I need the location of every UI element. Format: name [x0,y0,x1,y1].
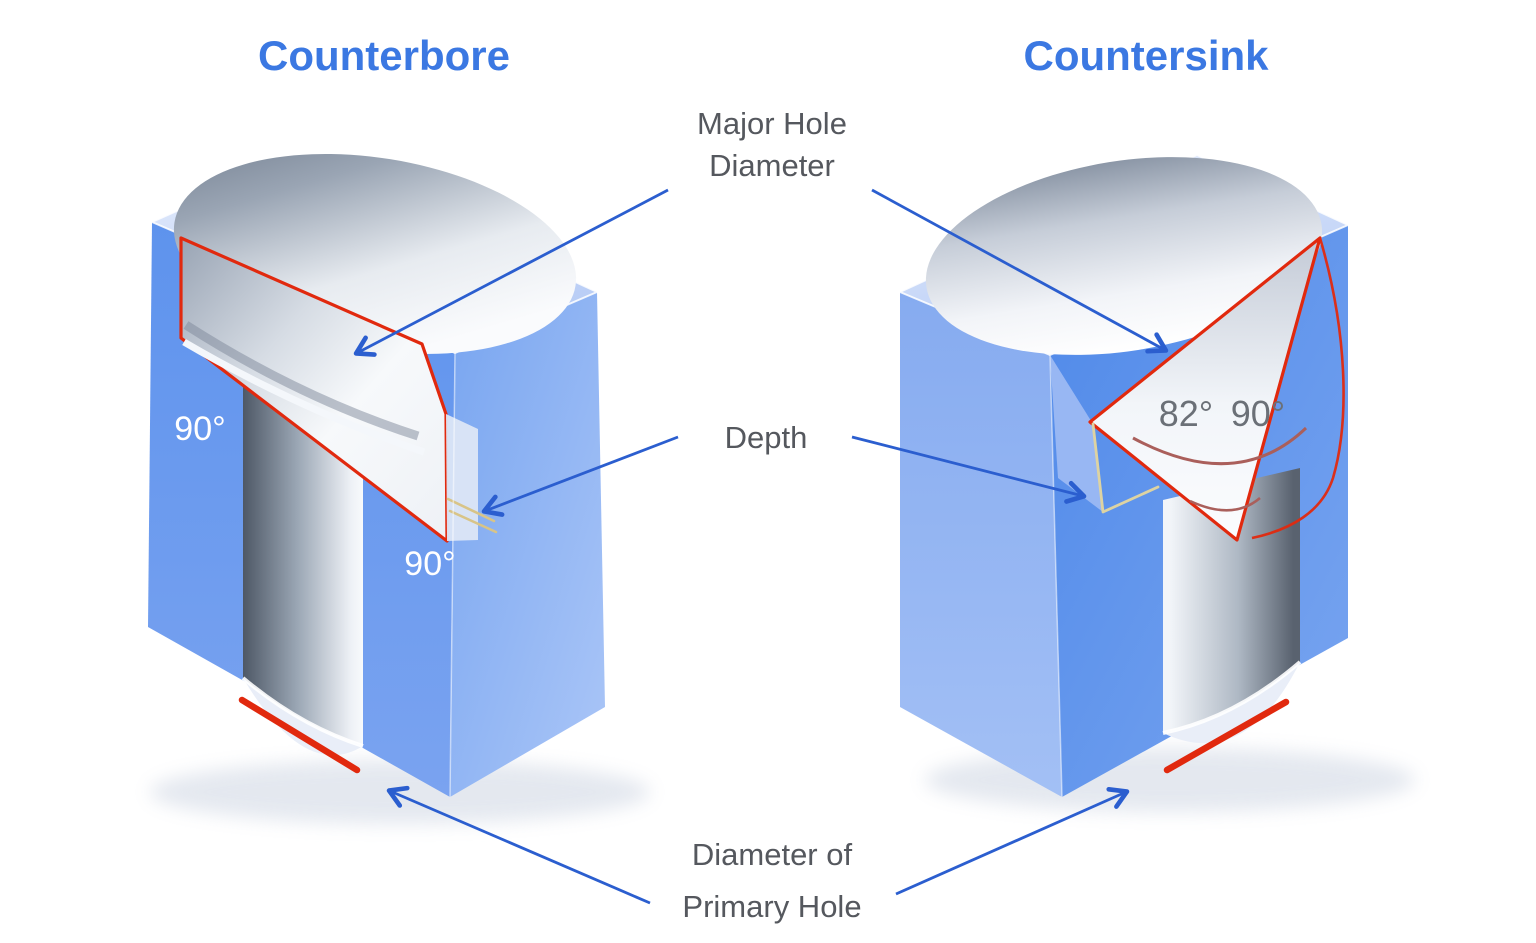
counterbore-angle-left: 90° [174,410,225,448]
countersink-hole-exit-edge [1162,660,1302,735]
countersink-angle-arc-outer [1132,426,1308,466]
counterbore-primary-hole-wall [243,385,363,746]
arrow-major-hole-to-counterbore [353,188,669,357]
countersink-left-face [900,292,1062,797]
arrow-depth-to-countersink [851,435,1087,504]
depth-label: Depth [725,420,808,455]
primary-hole-label-line1: Diameter of [692,837,853,872]
major-hole-diameter-label-line2: Diameter [709,148,835,183]
counterbore-floor-lip-curve [182,338,426,456]
countersink-hole-exit-lip [1163,662,1300,744]
counterbore-angle-right: 90° [404,545,455,583]
primary-hole-label-line2: Primary Hole [682,889,861,924]
countersink-block: 82° 90° [899,154,1349,798]
countersink-angle-82: 82° [1159,393,1213,434]
countersink-angle-90: 90° [1231,393,1285,434]
counterbore-shadow [150,760,650,824]
countersink-front-edge-highlight [1049,354,1063,798]
arrow-primary-to-countersink [895,787,1130,896]
countersink-hole-opening [925,157,1323,355]
countersink-section-face [1088,236,1322,542]
arrow-primary-to-counterbore [386,785,651,905]
callout-arrows [353,188,1169,905]
counterbore-right-face [450,292,605,797]
counterbore-hole-exit-edge [241,676,364,748]
counterbore-front-edge-highlight [449,352,456,798]
counterbore-title: Counterbore [258,32,510,79]
arrow-depth-to-counterbore [481,435,679,517]
countersink-diameter-line [1163,698,1290,774]
countersink-cut-strip [1050,355,1103,512]
countersink-title: Countersink [1023,32,1269,79]
arrow-major-hole-to-countersink [871,188,1169,354]
countersink-cone-edge-curve [1251,237,1345,540]
countersink-angle-arc-inner [1189,496,1261,512]
counterbore-floor-shadow-curve [183,321,420,441]
countersink-depth-mark [1091,422,1160,514]
counterbore-depth-mark [446,497,498,534]
counterbore-block: 90° 90° [148,154,605,798]
counterbore-diameter-line [238,696,361,774]
major-hole-diameter-label-line1: Major Hole [697,106,847,141]
